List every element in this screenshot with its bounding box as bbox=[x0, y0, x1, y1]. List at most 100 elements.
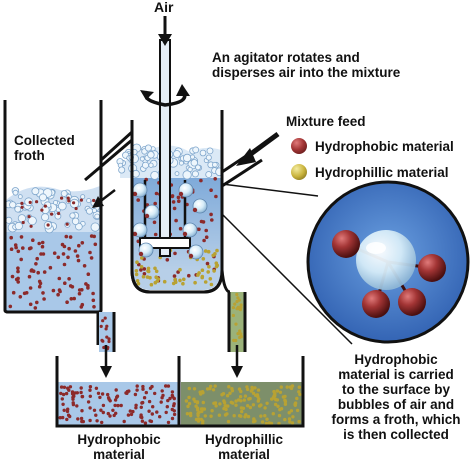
froth-bubble bbox=[212, 161, 218, 168]
hydrophilic-particle bbox=[277, 421, 281, 426]
hydrophobic-particle bbox=[166, 398, 170, 403]
hydrophobic-particle bbox=[16, 266, 20, 271]
hydrophobic-particle bbox=[134, 406, 138, 410]
hydrophobic-particle bbox=[40, 244, 45, 249]
hydrophilic-particle bbox=[256, 399, 260, 403]
hydrophobic-particle bbox=[79, 386, 83, 390]
hydrophilic-particle bbox=[208, 386, 212, 391]
hydrophobic-particle bbox=[138, 251, 144, 257]
hydrophobic-particle bbox=[66, 413, 71, 417]
hydrophobic-particle bbox=[165, 258, 170, 262]
hydrophilic-particle bbox=[247, 397, 251, 401]
hydrophobic-particle bbox=[164, 384, 168, 388]
hydrophobic-particle bbox=[165, 405, 169, 409]
hydrophobic-particle bbox=[95, 419, 99, 423]
hydrophobic-particle bbox=[155, 410, 159, 414]
hydrophobic-particle bbox=[71, 397, 75, 401]
hydrophobic-particle bbox=[75, 254, 80, 258]
hydrophobic-particle bbox=[64, 391, 69, 396]
collected-froth-liquid bbox=[6, 232, 100, 311]
hydrophobic-particle bbox=[170, 390, 175, 394]
hydrophilic-particle bbox=[253, 386, 257, 390]
froth-bubble bbox=[69, 212, 76, 219]
hydrophobic-particle bbox=[66, 196, 70, 200]
froth-bubble bbox=[139, 156, 145, 162]
hydrophilic-particle bbox=[246, 404, 250, 408]
hydrophilic-particle bbox=[217, 413, 222, 417]
hydrophilic-particle bbox=[207, 264, 211, 269]
hydrophobic-particle bbox=[79, 416, 84, 421]
hydrophobic-particle bbox=[362, 290, 390, 318]
hydrophilic-particle bbox=[245, 385, 249, 389]
hydrophilic-particle bbox=[222, 399, 226, 403]
hydrophobic-particle bbox=[332, 230, 360, 258]
hydrophobic-particle bbox=[62, 408, 66, 412]
hydrophobic-particle bbox=[176, 195, 181, 200]
hydrophilic-particle bbox=[251, 420, 256, 424]
hydrophobic-particle bbox=[154, 191, 159, 196]
hydrophilic-particle bbox=[281, 395, 286, 399]
hydrophobic-particle bbox=[104, 327, 108, 331]
hydrophilic-particle bbox=[283, 398, 287, 402]
hydrophilic-particle bbox=[181, 281, 185, 286]
hydrophilic-particle bbox=[148, 275, 152, 280]
hydrophobic-particle bbox=[27, 274, 32, 279]
hydrophobic-particle bbox=[35, 256, 39, 261]
hydrophobic-particle bbox=[59, 391, 63, 396]
collected-froth-label: Collected froth bbox=[14, 133, 75, 163]
hydrophilic-particle bbox=[265, 401, 269, 405]
hydrophobic-particle bbox=[176, 270, 180, 274]
hydrophilic-particle bbox=[200, 407, 205, 411]
hydrophobic-particle bbox=[96, 391, 101, 395]
hydrophilic-particle bbox=[192, 387, 197, 391]
froth-bubble bbox=[192, 146, 200, 154]
hydrophilic-particle bbox=[239, 335, 243, 339]
hydrophilic-particle bbox=[276, 404, 280, 408]
hydrophobic-particle bbox=[28, 200, 32, 204]
hydrophobic-particle bbox=[37, 284, 42, 289]
hydrophilic-particle bbox=[149, 282, 154, 287]
agitator-label-line: disperses air into the mixture bbox=[212, 65, 401, 80]
hydrophobic-particle bbox=[86, 400, 91, 404]
hydrophobic-particle bbox=[80, 302, 85, 307]
hydrophobic-particle bbox=[46, 223, 50, 227]
hydrophilic-particle bbox=[229, 400, 233, 404]
hydrophobic-particle bbox=[82, 264, 87, 268]
hydrophilic-particle bbox=[251, 403, 256, 407]
froth-bubble bbox=[31, 187, 40, 196]
hydrophilic-particle bbox=[206, 249, 211, 254]
explanation-line: forms a froth, which bbox=[331, 412, 461, 427]
hydrophobic-particle bbox=[64, 234, 69, 239]
hydrophobic-particle bbox=[133, 392, 138, 397]
hydrophilic-particle bbox=[232, 414, 236, 418]
hydrophilic-particle bbox=[186, 404, 190, 409]
hydrophobic-particle bbox=[89, 256, 94, 260]
hydrophilic-particle bbox=[236, 296, 240, 300]
hydrophobic-particle bbox=[172, 412, 177, 417]
hydrophilic-particle bbox=[279, 385, 283, 389]
hydrophobic-particle bbox=[142, 267, 147, 271]
hydrophobic-particle bbox=[48, 265, 53, 270]
hydrophilic-particle bbox=[238, 395, 243, 399]
hydrophilic-particle bbox=[239, 303, 243, 307]
froth-bubble bbox=[41, 213, 50, 222]
hydrophobic-particle bbox=[159, 400, 163, 404]
hydrophobic-particle bbox=[105, 324, 109, 328]
hydrophobic-particle bbox=[142, 396, 147, 400]
hydrophobic-particle bbox=[160, 389, 164, 393]
hydrophobic-particle bbox=[99, 408, 103, 412]
hydrophobic-particle bbox=[79, 390, 83, 395]
hydrophobic-particle bbox=[9, 235, 13, 240]
hydrophobic-particle bbox=[209, 212, 213, 217]
froth-bubble bbox=[60, 190, 68, 197]
hydrophobic-particle bbox=[60, 397, 64, 401]
hydrophilic-particle bbox=[277, 413, 282, 418]
hydrophobic-particle bbox=[66, 255, 70, 260]
hydrophilic-particle bbox=[154, 269, 159, 274]
hydrophilic-particle bbox=[222, 406, 226, 411]
hydrophobic-particle bbox=[80, 241, 85, 245]
hydrophobic-particle bbox=[72, 296, 76, 301]
hydrophilic-particle bbox=[206, 270, 210, 274]
hydrophilic-particle bbox=[270, 397, 274, 401]
hydrophobic-particle bbox=[106, 392, 110, 397]
